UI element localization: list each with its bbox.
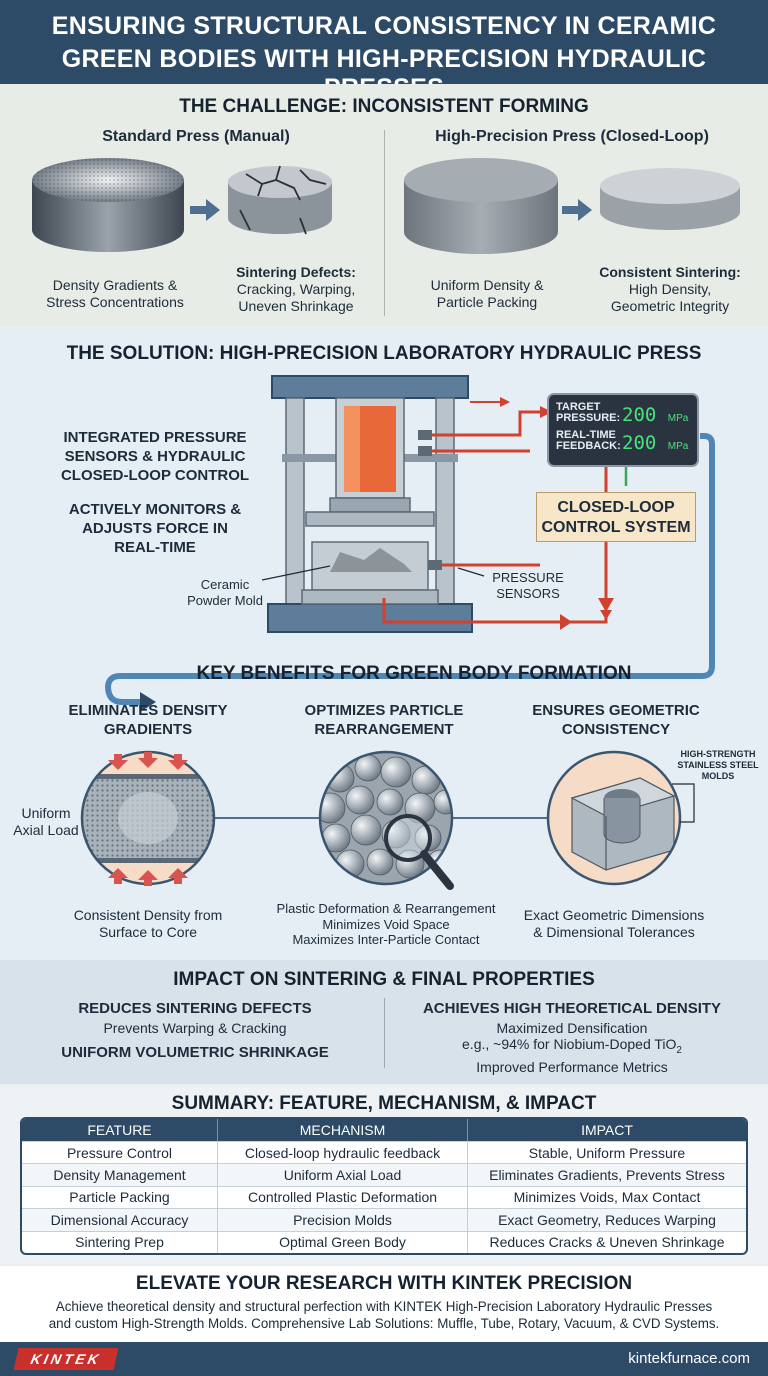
table-cell: Optimal Green Body bbox=[218, 1230, 468, 1253]
cta-title: ELEVATE YOUR RESEARCH WITH KINTEK PRECIS… bbox=[135, 1273, 633, 1294]
table-cell: Exact Geometry, Reduces Warping bbox=[468, 1208, 746, 1231]
table-row: Particle Packing Controlled Plastic Defo… bbox=[22, 1185, 746, 1209]
table-cell: Particle Packing bbox=[22, 1185, 218, 1209]
axial-load-label: Uniform Axial Load bbox=[13, 805, 79, 838]
cta-body: Achieve theoretical density and structur… bbox=[48, 1299, 720, 1331]
challenge-divider bbox=[384, 130, 385, 316]
mold-circle-icon bbox=[548, 752, 680, 884]
hydraulic-cylinder-icon bbox=[305, 397, 435, 527]
benefits-arrow bbox=[105, 686, 156, 712]
table-cell: Precision Molds bbox=[218, 1208, 468, 1231]
cta-section bbox=[0, 1266, 768, 1342]
particle-circle-icon bbox=[320, 752, 452, 884]
kintek-logo[interactable]: KINTEK bbox=[13, 1348, 119, 1370]
pressure-sensor-icon bbox=[418, 430, 432, 440]
benefits-illustrations bbox=[80, 750, 695, 890]
arrow-right-icon bbox=[560, 614, 572, 630]
density-benefit-caption: Consistent Density from Surface to Core bbox=[73, 907, 223, 940]
mold-label: Ceramic Powder Mold bbox=[187, 577, 263, 608]
pressure-display bbox=[547, 393, 699, 467]
table-row: Pressure Control Closed-loop hydraulic f… bbox=[22, 1141, 746, 1164]
benefit-density-title: ELIMINATES DENSITY GRADIENTS bbox=[68, 702, 228, 738]
stainless-molds-label: HIGH-STRENGTH STAINLESS STEEL MOLDS bbox=[677, 749, 759, 781]
hydraulic-press-diagram bbox=[105, 375, 715, 686]
target-pressure-label: TARGET PRESSURE: bbox=[556, 401, 621, 424]
pressure-sensors-label: PRESSURE SENSORS bbox=[492, 570, 564, 601]
particle-benefit-caption: Plastic Deformation & Rearrangement Mini… bbox=[276, 901, 496, 947]
cracked-disk-icon bbox=[228, 165, 332, 235]
table-row: Sintering Prep Optimal Green Body Reduce… bbox=[22, 1230, 746, 1253]
table-cell: Uniform Axial Load bbox=[218, 1163, 468, 1186]
down-arrows-icon bbox=[108, 752, 188, 770]
table-cell: Minimizes Voids, Max Contact bbox=[468, 1185, 746, 1208]
arrow-right-icon bbox=[562, 199, 592, 221]
table-cell: Eliminates Gradients, Prevents Stress bbox=[468, 1163, 746, 1186]
standard-press-title: Standard Press (Manual) bbox=[102, 128, 290, 145]
table-cell: Stable, Uniform Pressure bbox=[468, 1141, 746, 1163]
table-cell: Sintering Prep bbox=[22, 1230, 218, 1253]
table-row: Density Management Uniform Axial Load El… bbox=[22, 1163, 746, 1186]
table-cell: Pressure Control bbox=[22, 1141, 218, 1164]
arrow-down-icon bbox=[598, 598, 614, 612]
arrow-down-icon bbox=[600, 610, 612, 620]
uniform-disk-icon bbox=[404, 158, 558, 254]
website-link[interactable]: kintekfurnace.com bbox=[628, 1350, 750, 1367]
impact-title: IMPACT ON SINTERING & FINAL PROPERTIES bbox=[173, 969, 595, 990]
pressure-sensor-icon bbox=[428, 560, 442, 570]
benefit-geometry-title: ENSURES GEOMETRIC CONSISTENCY bbox=[532, 702, 700, 738]
impact-left: REDUCES SINTERING DEFECTS Prevents Warpi… bbox=[61, 1000, 329, 1061]
up-arrows-icon bbox=[108, 868, 188, 886]
feedback-pressure-value: 200 MPa bbox=[622, 432, 689, 454]
summary-table: FEATURE MECHANISM IMPACT Pressure Contro… bbox=[20, 1117, 748, 1255]
pressure-sensor-icon bbox=[418, 446, 432, 456]
arrow-right-icon bbox=[540, 406, 552, 418]
impact-divider bbox=[384, 998, 385, 1068]
challenge-illustrations bbox=[32, 158, 740, 254]
sintering-defects-caption: Sintering Defects: Cracking, Warping, Un… bbox=[236, 264, 356, 314]
footer bbox=[0, 1342, 768, 1376]
table-cell: Closed-loop hydraulic feedback bbox=[218, 1141, 468, 1164]
ceramic-powder-mold-icon bbox=[301, 541, 439, 605]
column-header-impact: IMPACT bbox=[468, 1119, 746, 1141]
precision-press-title: High-Precision Press (Closed-Loop) bbox=[435, 128, 709, 145]
density-circle-icon bbox=[82, 752, 214, 884]
closed-loop-control-box: CLOSED-LOOP CONTROL SYSTEM bbox=[536, 492, 696, 542]
integrated-sensors-feature: INTEGRATED PRESSURE SENSORS & HYDRAULIC … bbox=[60, 429, 250, 484]
mold-pointer bbox=[261, 565, 331, 581]
arrow-right-icon bbox=[500, 397, 510, 407]
benefits-title: KEY BENEFITS FOR GREEN BODY FORMATION bbox=[196, 663, 632, 684]
density-gradients-caption: Density Gradients & Stress Concentration… bbox=[46, 277, 184, 310]
target-pressure-value: 200 MPa bbox=[622, 404, 689, 426]
summary-title: SUMMARY: FEATURE, MECHANISM, & IMPACT bbox=[171, 1093, 597, 1114]
table-header-row: FEATURE MECHANISM IMPACT bbox=[22, 1119, 746, 1141]
table-row: Dimensional Accuracy Precision Molds Exa… bbox=[22, 1208, 746, 1231]
table-cell: Density Management bbox=[22, 1163, 218, 1186]
geometry-benefit-caption: Exact Geometric Dimensions & Dimensional… bbox=[523, 907, 705, 940]
page-header: ENSURING STRUCTURAL CONSISTENCY IN CERAM… bbox=[0, 0, 768, 102]
arrow-right-icon bbox=[190, 199, 220, 221]
impact-right: ACHIEVES HIGH THEORETICAL DENSITY Maximi… bbox=[422, 1000, 722, 1075]
gradient-disk-icon bbox=[32, 158, 184, 252]
table-cell: Controlled Plastic Deformation bbox=[218, 1185, 468, 1209]
challenge-title: THE CHALLENGE: INCONSISTENT FORMING bbox=[179, 96, 589, 117]
table-cell: Dimensional Accuracy bbox=[22, 1208, 218, 1231]
table-cell: Reduces Cracks & Uneven Shrinkage bbox=[468, 1230, 746, 1253]
sensor-pointer bbox=[457, 567, 485, 577]
magnifier-icon bbox=[384, 814, 454, 890]
column-header-feature: FEATURE bbox=[22, 1119, 218, 1141]
consistent-sintering-caption: Consistent Sintering: High Density, Geom… bbox=[599, 264, 741, 314]
benefit-particle-title: OPTIMIZES PARTICLE REARRANGEMENT bbox=[304, 702, 464, 738]
header-title-line1: ENSURING STRUCTURAL CONSISTENCY IN CERAM… bbox=[51, 12, 717, 40]
feedback-loop-pipe bbox=[105, 433, 715, 686]
realtime-feedback-label: REAL-TIME FEEDBACK: bbox=[556, 429, 621, 452]
sintered-disk-icon bbox=[600, 168, 740, 230]
realtime-adjust-feature: ACTIVELY MONITORS & ADJUSTS FORCE IN REA… bbox=[68, 501, 242, 556]
column-header-mechanism: MECHANISM bbox=[218, 1119, 468, 1141]
solution-title: THE SOLUTION: HIGH-PRECISION LABORATORY … bbox=[66, 343, 702, 364]
uniform-density-caption: Uniform Density & Particle Packing bbox=[430, 277, 544, 310]
molds-pointer bbox=[672, 783, 695, 823]
